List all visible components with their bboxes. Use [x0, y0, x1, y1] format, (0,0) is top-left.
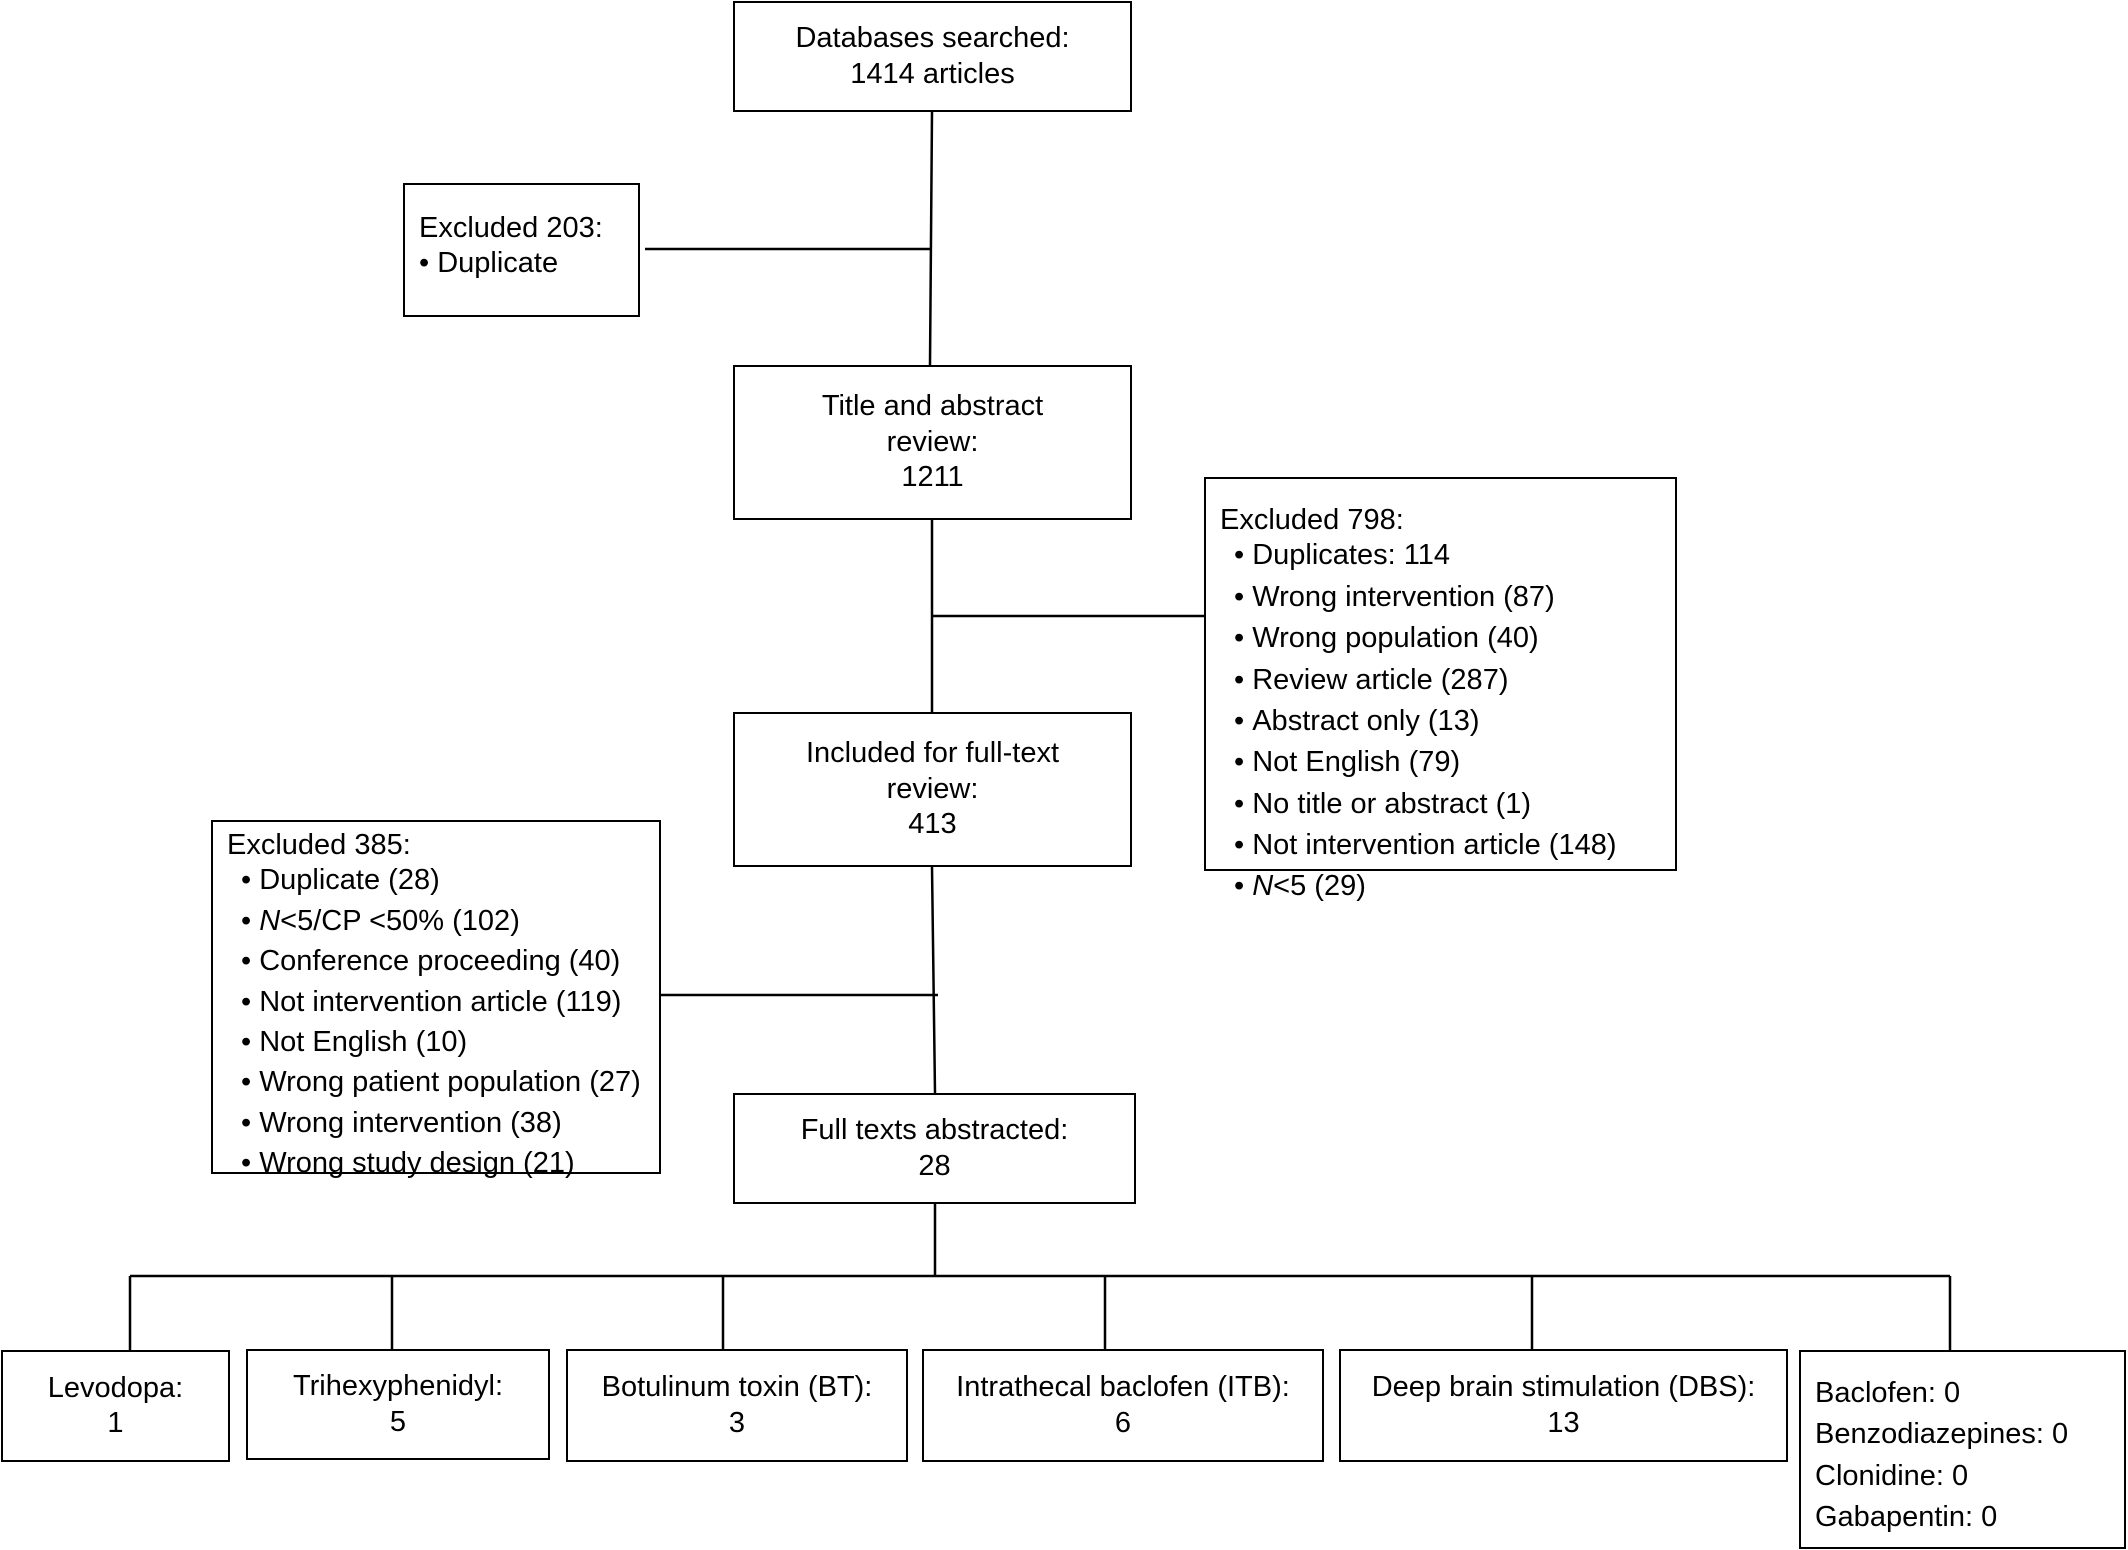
list-item: Wrong study design (21)	[241, 1146, 659, 1181]
list-item: Wrong intervention (38)	[241, 1106, 659, 1141]
fulltext-review-count: 413	[908, 808, 957, 841]
fulltext-review-label-2: review:	[886, 772, 979, 805]
fulltexts-abstracted-count: 28	[918, 1149, 951, 1182]
other-drug-clonidine: Clonidine: 0	[1815, 1459, 1969, 1492]
list-item: Wrong intervention (87)	[1234, 580, 1675, 615]
other-drug-benzodiazepines: Benzodiazepines: 0	[1815, 1418, 2069, 1451]
list-item: Duplicate	[419, 246, 638, 281]
title-abstract-review-box: Title and abstract review: 1211	[733, 365, 1132, 520]
outcome-label: Deep brain stimulation (DBS):	[1371, 1371, 1756, 1404]
outcome-label: Levodopa:	[47, 1371, 184, 1404]
list-item: Duplicate (28)	[241, 863, 659, 898]
list-item: Duplicates: 114	[1234, 538, 1675, 573]
outcome-label: Intrathecal baclofen (ITB):	[956, 1371, 1290, 1404]
connector-fulltext-to-abstracted	[930, 866, 937, 1094]
list-item: Wrong population (40)	[1234, 621, 1675, 656]
list-item: Review article (287)	[1234, 663, 1675, 698]
excluded-203-title: Excluded 203:	[419, 212, 603, 244]
list-item: N<5 (29)	[1234, 869, 1675, 904]
excluded-385-title: Excluded 385:	[227, 829, 411, 861]
outcome-count: 3	[728, 1406, 746, 1439]
outcome-label: Botulinum toxin (BT):	[601, 1371, 873, 1404]
outcome-count: 5	[389, 1405, 407, 1438]
outcome-botulinum-toxin-box: Botulinum toxin (BT): 3	[566, 1349, 908, 1462]
title-abstract-review-label-2: review:	[886, 425, 979, 458]
list-item: Not English (10)	[241, 1025, 659, 1060]
excluded-798-title: Excluded 798:	[1220, 504, 1404, 536]
excluded-203-box: Excluded 203: Duplicate	[403, 183, 640, 317]
fulltexts-abstracted-label: Full texts abstracted:	[800, 1114, 1069, 1147]
outcome-intrathecal-baclofen-box: Intrathecal baclofen (ITB): 6	[922, 1349, 1324, 1462]
title-abstract-review-label-1: Title and abstract	[821, 390, 1044, 423]
outcome-label: Trihexyphenidyl:	[292, 1370, 504, 1403]
excluded-798-box: Excluded 798: Duplicates: 114 Wrong inte…	[1204, 477, 1677, 902]
other-drug-baclofen: Baclofen: 0	[1815, 1377, 1961, 1409]
title-abstract-review-count: 1211	[901, 461, 964, 494]
databases-searched-count: 1414 articles	[850, 57, 1015, 90]
databases-searched-label: Databases searched:	[795, 22, 1070, 55]
outcome-deep-brain-stimulation-box: Deep brain stimulation (DBS): 13	[1339, 1349, 1788, 1462]
outcome-count: 13	[1547, 1406, 1580, 1439]
fulltext-review-label-1: Included for full-text	[805, 737, 1060, 770]
list-item: Not intervention article (119)	[241, 985, 659, 1020]
other-drug-gabapentin: Gabapentin: 0	[1815, 1501, 1998, 1534]
fulltexts-abstracted-box: Full texts abstracted: 28	[733, 1093, 1136, 1204]
outcome-count: 6	[1114, 1406, 1132, 1439]
outcome-other-drugs-box: Baclofen: 0 Benzodiazepines: 0 Clonidine…	[1799, 1350, 2126, 1549]
list-item: Abstract only (13)	[1234, 704, 1675, 739]
fulltext-review-box: Included for full-text review: 413	[733, 712, 1132, 867]
excluded-798-list: Duplicates: 114 Wrong intervention (87) …	[1220, 538, 1675, 904]
databases-searched-box: Databases searched: 1414 articles	[733, 1, 1132, 112]
excluded-385-list: Duplicate (28) N<5/CP <50% (102) Confere…	[227, 863, 659, 1181]
list-item: No title or abstract (1)	[1234, 787, 1675, 822]
connector-databases-to-title	[928, 111, 934, 366]
outcome-levodopa-box: Levodopa: 1	[1, 1350, 230, 1462]
list-item: Not English (79)	[1234, 745, 1675, 780]
list-item: Conference proceeding (40)	[241, 944, 659, 979]
excluded-385-box: Excluded 385: Duplicate (28) N<5/CP <50%…	[211, 820, 661, 1179]
list-item: Wrong patient population (27)	[241, 1065, 659, 1100]
list-item: Not intervention article (148)	[1234, 828, 1675, 863]
outcome-trihexyphenidyl-box: Trihexyphenidyl: 5	[246, 1349, 550, 1460]
excluded-203-list: Duplicate	[419, 246, 638, 281]
list-item: N<5/CP <50% (102)	[241, 904, 659, 939]
outcome-count: 1	[107, 1407, 124, 1439]
